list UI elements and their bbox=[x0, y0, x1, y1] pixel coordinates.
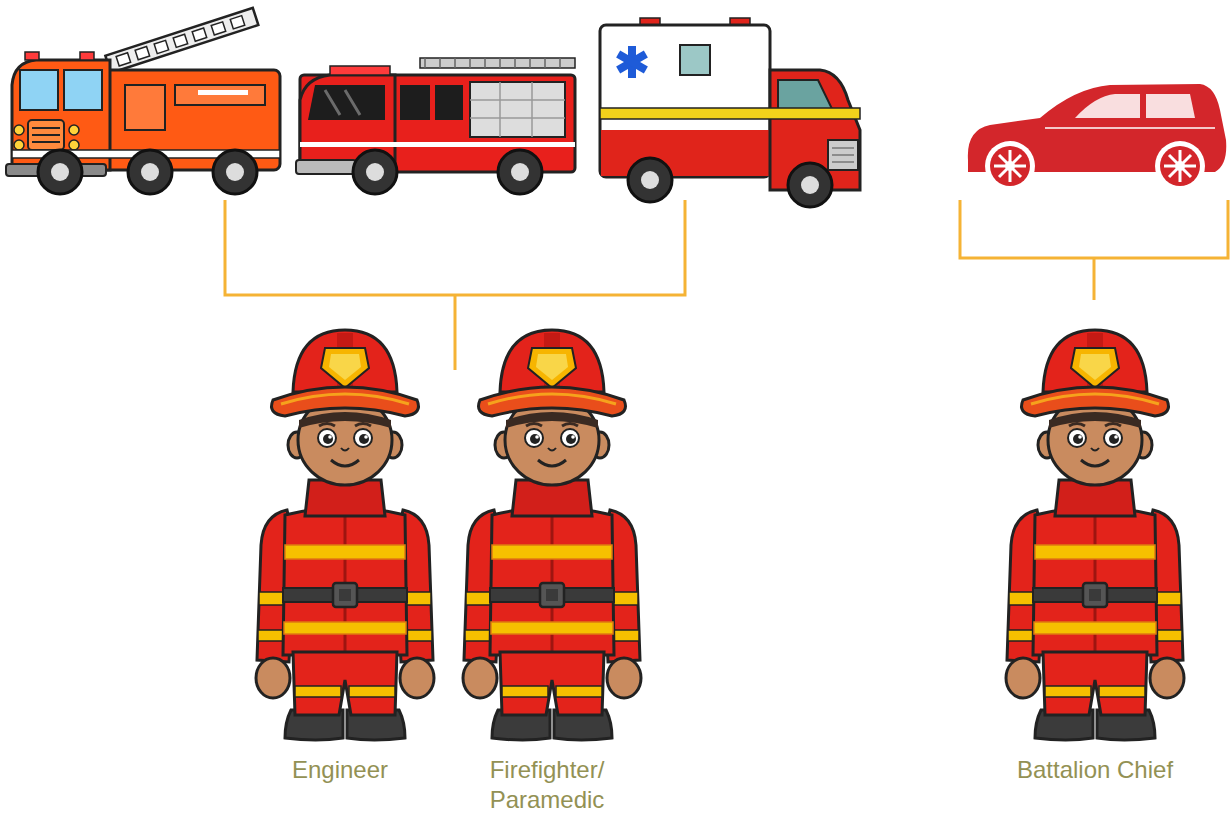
bracket-tick bbox=[1093, 258, 1096, 300]
role-label: Engineer bbox=[240, 755, 440, 785]
ambulance bbox=[600, 18, 860, 207]
role-label: Battalion Chief bbox=[980, 755, 1210, 785]
role-label: Firefighter/ Paramedic bbox=[467, 755, 627, 815]
bracket-line bbox=[225, 200, 685, 295]
firefighter-figure bbox=[463, 330, 641, 740]
bracket-tick bbox=[454, 295, 457, 370]
role-label-box: Firefighter/ Paramedic bbox=[467, 755, 627, 815]
crew-member: Engineer bbox=[245, 330, 445, 800]
firefighter-figure bbox=[256, 330, 434, 740]
crew-member: Battalion Chief bbox=[995, 330, 1195, 800]
ladder-truck bbox=[6, 8, 280, 194]
crew-member: Firefighter/ Paramedic bbox=[452, 330, 652, 800]
chief-suv bbox=[968, 84, 1226, 191]
bracket-line bbox=[960, 200, 1228, 258]
firefighter-figure bbox=[1006, 330, 1184, 740]
fire-engine bbox=[296, 58, 575, 194]
role-label-box: Battalion Chief bbox=[980, 755, 1210, 785]
role-label-box: Engineer bbox=[240, 755, 440, 785]
